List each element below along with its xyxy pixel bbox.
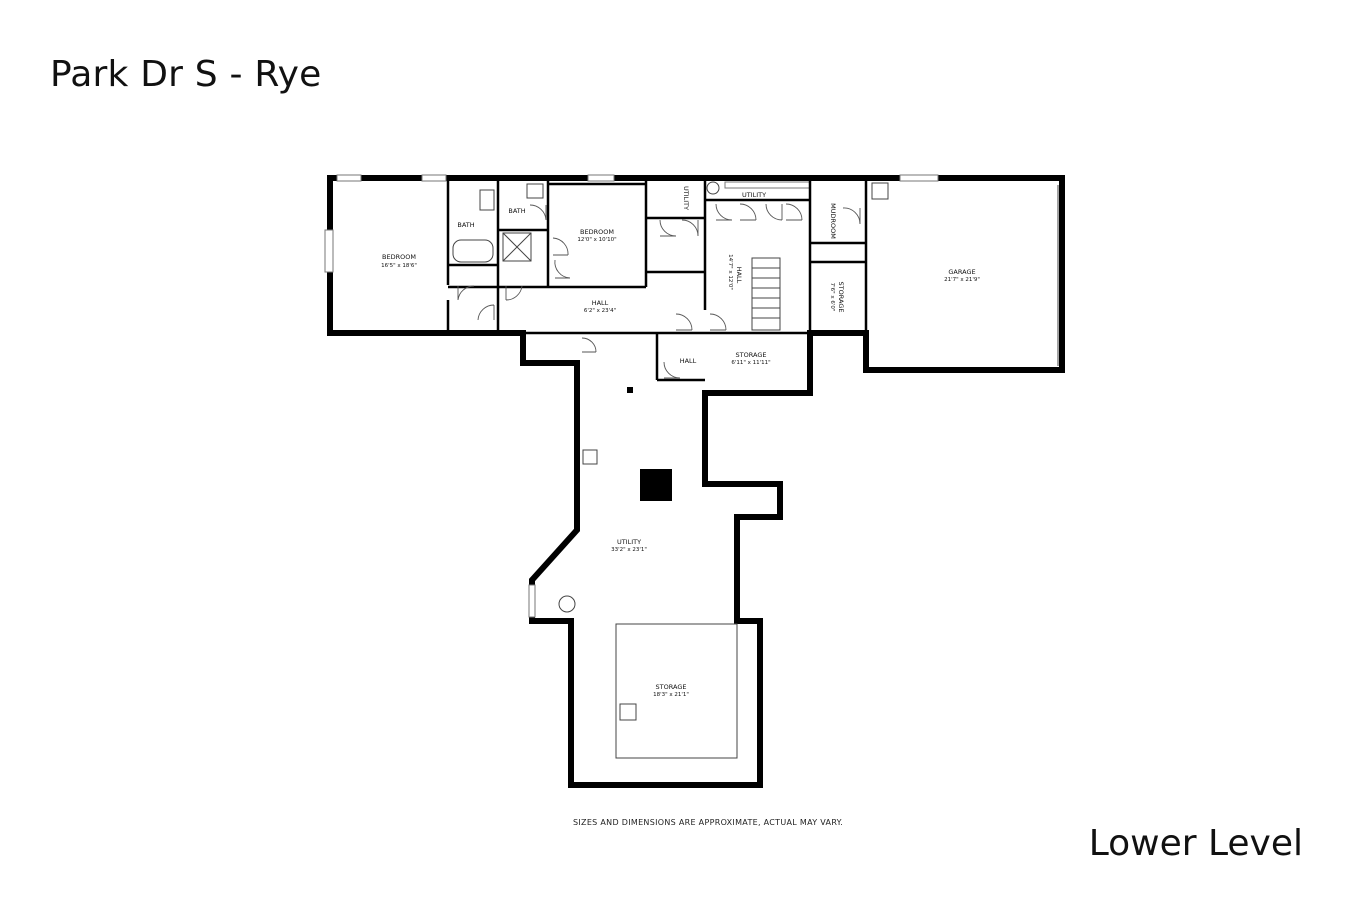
- room-name: HALL: [592, 299, 609, 307]
- room-dims: 16'5" x 18'6": [381, 263, 417, 269]
- staircase-icon: [751, 257, 781, 331]
- room-dims: 12'0" x 10'10": [577, 237, 616, 243]
- room-dims: 6'11" x 11'11": [731, 360, 770, 366]
- shower-icon: [502, 232, 532, 262]
- water-heater-icon: [558, 595, 576, 613]
- window: [421, 174, 447, 182]
- window: [899, 174, 939, 182]
- room-name: BEDROOM: [580, 228, 614, 236]
- bathtub-icon: [452, 239, 494, 263]
- room-name: STORAGE: [656, 683, 687, 691]
- room-dims: 33'2" x 23'1": [611, 547, 647, 553]
- fixture-box: [871, 182, 889, 200]
- doors: [457, 203, 861, 379]
- column-marker: [627, 387, 633, 393]
- window: [587, 174, 615, 182]
- room-name: BATH: [457, 221, 474, 229]
- room-name: UTILITY: [617, 538, 641, 546]
- room-name: MUDROOM: [829, 203, 837, 239]
- outer-walls: [324, 174, 1065, 788]
- window: [324, 229, 334, 273]
- window: [336, 174, 362, 182]
- fixture-box: [582, 449, 598, 465]
- room-name: HALL: [680, 357, 697, 365]
- window: [528, 584, 536, 618]
- fixtures: [452, 181, 889, 721]
- interior-walls: [446, 180, 868, 759]
- room-name: STORAGE: [837, 282, 845, 313]
- room-labels: BEDROOM 16'5" x 18'6" BATH BATH BEDROOM …: [381, 186, 980, 698]
- water-heater-icon: [706, 181, 720, 195]
- page-title: Park Dr S - Rye: [50, 54, 322, 95]
- room-name: BATH: [508, 207, 525, 215]
- room-name: STORAGE: [736, 351, 767, 359]
- room-name: UTILITY: [682, 186, 690, 210]
- room-dims: 6'2" x 23'4": [584, 308, 616, 314]
- room-name: UTILITY: [742, 191, 766, 199]
- chimney-block: [640, 469, 672, 501]
- room-dims: 7'6" x 6'0": [829, 283, 835, 312]
- fixture-box: [619, 703, 637, 721]
- room-dims: 14'7" x 12'0": [727, 254, 733, 290]
- disclaimer-text: SIZES AND DIMENSIONS ARE APPROXIMATE, AC…: [573, 818, 844, 827]
- room-name: BEDROOM: [382, 253, 416, 261]
- room-name: GARAGE: [948, 268, 975, 276]
- level-label: Lower Level: [1088, 823, 1303, 864]
- room-dims: 18'3" x 21'1": [653, 692, 689, 698]
- room-name: HALL: [735, 267, 743, 284]
- sink-icon: [526, 183, 544, 199]
- sink-icon: [479, 189, 495, 211]
- window: [724, 181, 811, 189]
- room-dims: 21'7" x 21'9": [944, 277, 980, 283]
